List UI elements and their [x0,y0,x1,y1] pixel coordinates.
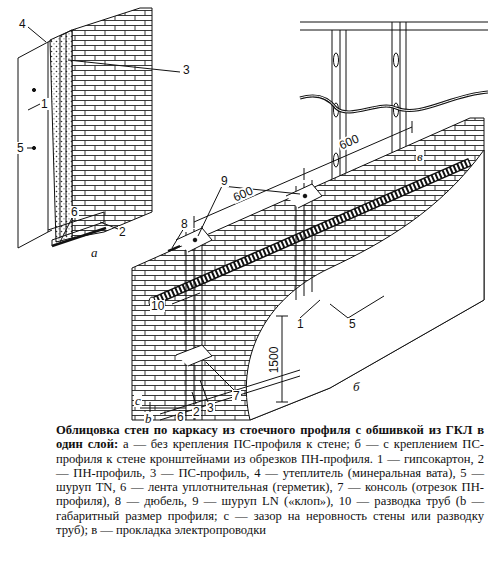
callout-number: 3 [206,402,215,414]
figure-letter: в [416,150,424,163]
figure-b [132,118,484,420]
figure-letter: б [352,380,361,393]
figure-letter: а [90,246,99,259]
callout-number: 9 [220,175,229,187]
callout-number: 2 [192,406,201,418]
callout-number: 1 [296,318,305,330]
dimension-letter: b [144,412,153,425]
callout-number: 6 [176,411,185,423]
figure-a [18,8,180,248]
callout-number: 2 [118,226,127,238]
dimension: 1500 [268,346,280,375]
dimension-letter: c [134,394,142,407]
callout-number: 6 [70,206,79,218]
callout-number: 1 [40,98,49,110]
caption-text: а — без крепления ПС-профиля к стене; б … [56,437,484,537]
callout-number: 7 [232,390,241,402]
space [118,437,123,451]
caption: Облицовка стен по каркасу из стоечного п… [56,423,484,537]
callout-number: 4 [18,18,27,30]
callout-number: 8 [180,218,189,230]
callout-number: 5 [348,318,357,330]
callout-number: 5 [16,142,25,154]
callout-number: 10 [150,300,165,312]
callout-number: 3 [182,64,191,76]
